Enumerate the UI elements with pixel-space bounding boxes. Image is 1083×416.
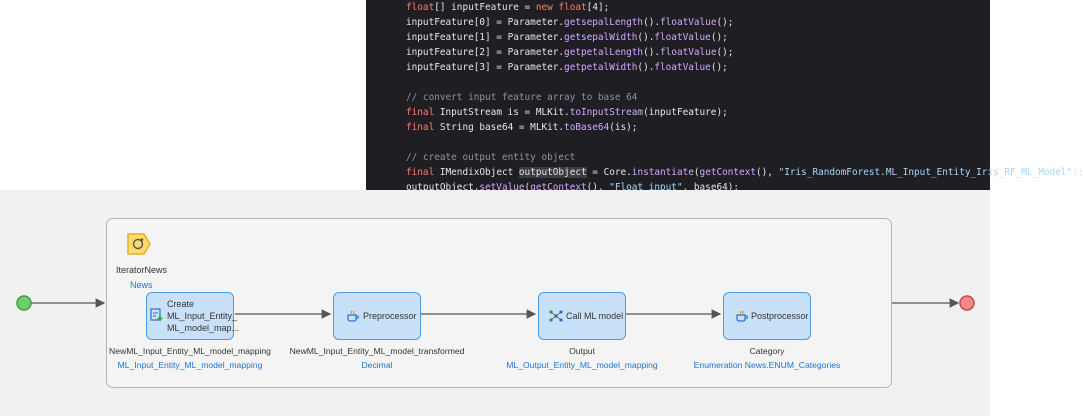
code-line-13: outputObject.setValue(getContext(), "Flo…: [406, 182, 740, 193]
preprocessor-label: Preprocessor: [363, 311, 417, 321]
activity-call-ml-model[interactable]: Call ML model: [538, 292, 626, 340]
ml-model-icon: [548, 308, 564, 326]
output-variable-name: NewML_Input_Entity_ML_model_transformed: [289, 346, 465, 356]
create-object-icon: [150, 308, 164, 324]
java-action-icon: [735, 309, 749, 325]
output-variable-name: Category: [749, 346, 785, 356]
code-line-12: final IMendixObject outputObject = Core.…: [406, 167, 1083, 178]
output-variable-type[interactable]: Decimal: [361, 360, 393, 370]
activity-preprocessor[interactable]: Preprocessor: [333, 292, 421, 340]
activity-create-object[interactable]: Create ML_Input_Entity_ ML_model_map...: [146, 292, 239, 340]
output-variable-name: Output: [569, 346, 595, 356]
java-action-icon: [346, 309, 360, 325]
code-line-8: final InputStream is = MLKit.toInputStre…: [406, 107, 728, 118]
create-label-line2: ML_Input_Entity_: [167, 311, 238, 321]
code-editor[interactable]: float[] inputFeature = new float[4]; inp…: [366, 0, 1083, 216]
output-variable-type[interactable]: ML_Input_Entity_ML_model_mapping: [117, 360, 263, 370]
iterator-icon[interactable]: [126, 232, 152, 256]
output-variable-name: NewML_Input_Entity_ML_model_mapping: [109, 346, 271, 356]
create-label-line1: Create: [167, 299, 195, 309]
output-variable-type[interactable]: Enumeration News.ENUM_Categories: [693, 360, 841, 370]
code-line-4: inputFeature[2] = Parameter.getpetalLeng…: [406, 47, 734, 58]
code-line-5: inputFeature[3] = Parameter.getpetalWidt…: [406, 62, 728, 73]
iterator-type[interactable]: News: [130, 280, 153, 290]
code-line-3: inputFeature[1] = Parameter.getsepalWidt…: [406, 32, 728, 43]
code-line-2: inputFeature[0] = Parameter.getsepalLeng…: [406, 17, 734, 28]
code-line-7: // convert input feature array to base 6…: [406, 92, 638, 103]
postprocessor-label: Postprocessor: [751, 311, 809, 321]
iterator-name: IteratorNews: [116, 265, 168, 275]
code-line-11: // create output entity object: [406, 152, 576, 163]
output-variable-type[interactable]: ML_Output_Entity_ML_model_mapping: [506, 360, 658, 370]
code-line-9: final String base64 = MLKit.toBase64(is)…: [406, 122, 638, 133]
call-ml-model-label: Call ML model: [566, 311, 624, 321]
code-line-1: float[] inputFeature = new float[4];: [406, 2, 610, 13]
create-label-line3: ML_model_map...: [167, 323, 240, 333]
activity-postprocessor[interactable]: Postprocessor: [723, 292, 811, 340]
